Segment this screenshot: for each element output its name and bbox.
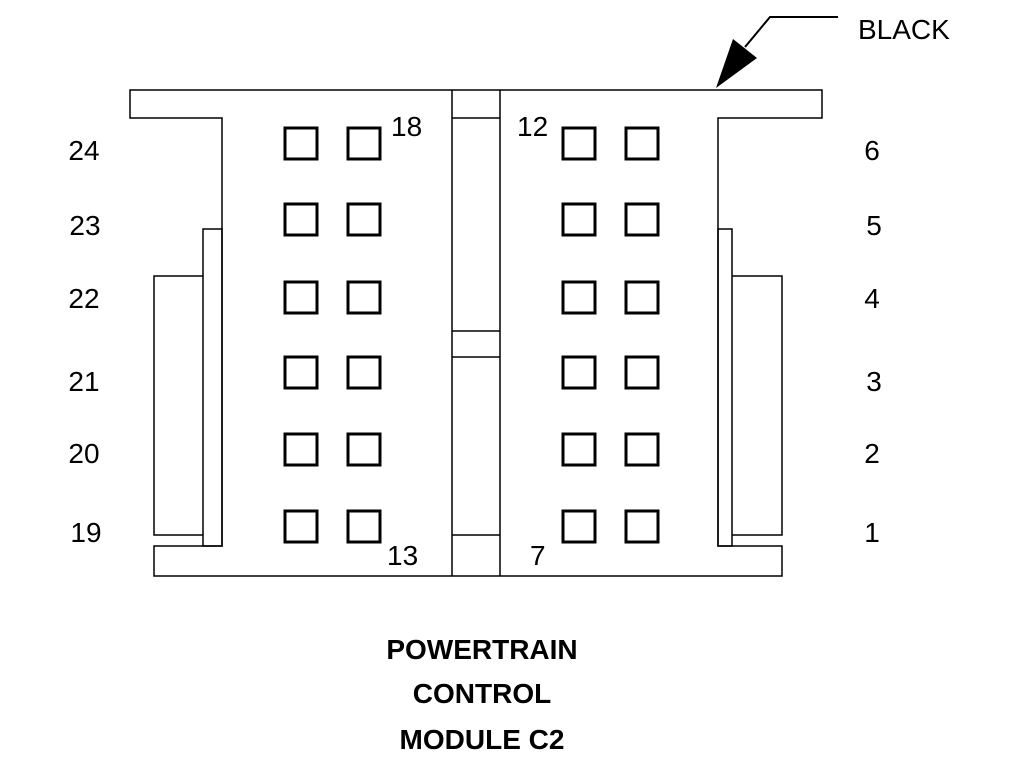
pin-number-23: 23	[69, 210, 101, 241]
pin-number-4: 4	[864, 283, 880, 314]
pin-cavity	[561, 202, 597, 237]
pin-number-13: 13	[387, 540, 419, 571]
pin-cavity	[624, 126, 660, 161]
pin-number-6: 6	[864, 135, 880, 166]
pin-cavity	[283, 355, 319, 390]
pin-cavity	[346, 202, 382, 237]
pin-number-24: 24	[68, 135, 100, 166]
pin-cavity	[346, 280, 382, 315]
pin-number-21: 21	[68, 366, 100, 397]
pin-number-2: 2	[864, 438, 880, 469]
pin-cavity	[624, 432, 660, 467]
pin-cavity	[624, 280, 660, 315]
caption-line-2: CONTROL	[412, 678, 552, 709]
pin-cavity	[561, 509, 597, 544]
pin-number-20: 20	[68, 438, 100, 469]
pin-cavity	[561, 355, 597, 390]
pin-number-22: 22	[68, 283, 100, 314]
pin-cavity	[283, 202, 319, 237]
pin-number-3: 3	[866, 366, 882, 397]
pin-number-7: 7	[530, 540, 546, 571]
caption-line-1: POWERTRAIN	[386, 634, 578, 665]
pin-cavity	[283, 126, 319, 161]
pin-cavity	[346, 126, 382, 161]
pin-number-19: 19	[70, 517, 102, 548]
pin-number-5: 5	[866, 210, 882, 241]
black-leader-arrow	[716, 16, 838, 88]
pin-cavity	[346, 509, 382, 544]
pin-cavity	[283, 509, 319, 544]
connector-body-outline	[129, 89, 823, 577]
pin-cavity	[346, 432, 382, 467]
pin-cavities	[283, 126, 660, 544]
caption-line-3: MODULE C2	[399, 724, 565, 755]
pin-number-12: 12	[517, 111, 549, 142]
pin-cavity	[283, 280, 319, 315]
pin-cavity	[561, 126, 597, 161]
pin-cavity	[561, 432, 597, 467]
pin-number-1: 1	[864, 517, 880, 548]
pin-number-18: 18	[391, 111, 423, 142]
pin-cavity	[624, 509, 660, 544]
pin-cavity	[561, 280, 597, 315]
pin-cavity	[624, 355, 660, 390]
pin-cavity	[346, 355, 382, 390]
left-locking-tab	[153, 228, 223, 547]
wire-color-label: BLACK	[858, 14, 950, 45]
pin-cavity	[624, 202, 660, 237]
pin-cavity	[283, 432, 319, 467]
right-locking-tab	[717, 228, 783, 547]
